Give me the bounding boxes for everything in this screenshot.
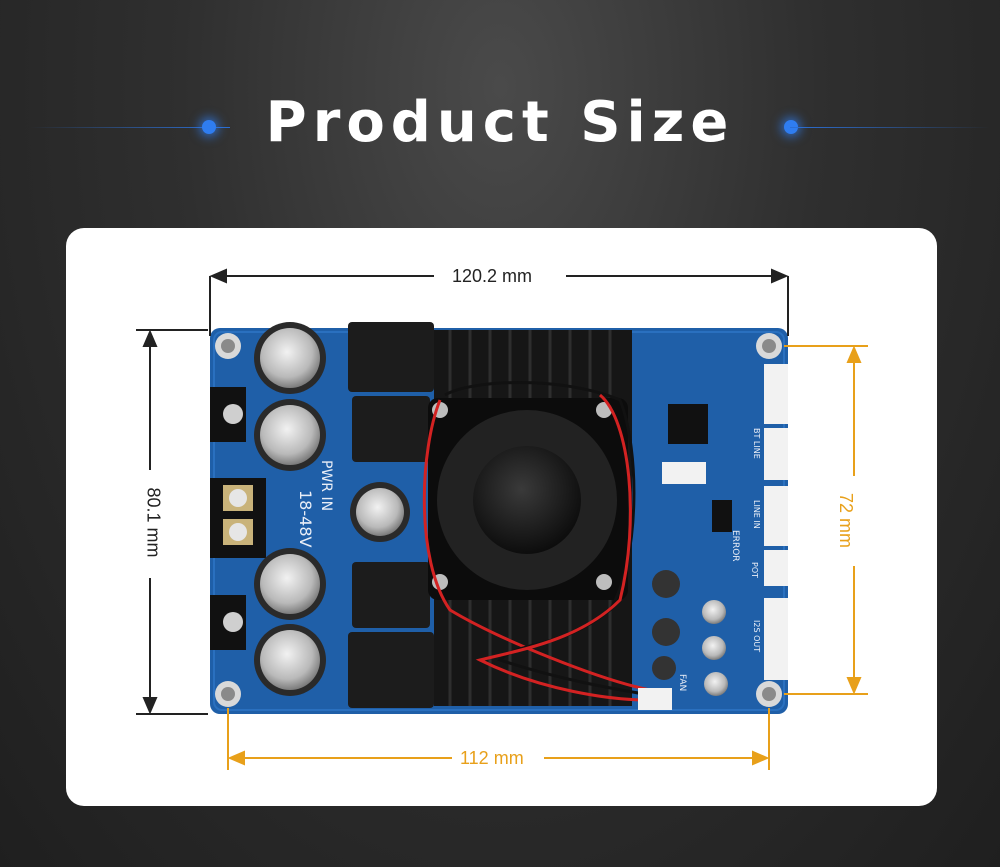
overall-height-label: 80.1 mm	[142, 481, 164, 564]
fan-wire-icon	[422, 381, 651, 702]
small-capacitor-icon	[652, 570, 728, 696]
connector-icon	[638, 364, 788, 710]
speaker-terminal-icon	[210, 387, 246, 650]
left-decoration-dot	[202, 120, 216, 134]
pot-label: POT	[750, 562, 759, 578]
i2s-label: I2S OUT	[752, 620, 761, 652]
fan-label: FAN	[677, 674, 687, 691]
hole-width-label: 112 mm	[454, 748, 530, 769]
overall-width-label: 120.2 mm	[446, 266, 539, 287]
power-terminal-icon	[210, 478, 266, 558]
power-label: PWR IN	[318, 460, 334, 511]
mounting-hole-icon	[215, 333, 782, 707]
right-decoration-line	[790, 127, 990, 128]
fan-icon	[428, 398, 628, 600]
page-title: Product Size	[265, 90, 735, 155]
left-decoration-line	[30, 127, 230, 128]
title-row: Product Size	[0, 80, 1000, 180]
bt-label: BT LINE	[752, 428, 761, 459]
hole-dimension-lines	[227, 345, 868, 770]
hole-height-label: 72 mm	[835, 486, 857, 555]
error-label: ERROR	[730, 530, 740, 562]
voltage-label: 18-48V	[296, 490, 315, 547]
chip-icon	[668, 404, 732, 532]
line-label: LINE IN	[752, 500, 761, 529]
overall-dimension-lines	[136, 268, 789, 715]
inductor-icon	[348, 322, 434, 708]
capacitor-icon	[254, 322, 410, 696]
